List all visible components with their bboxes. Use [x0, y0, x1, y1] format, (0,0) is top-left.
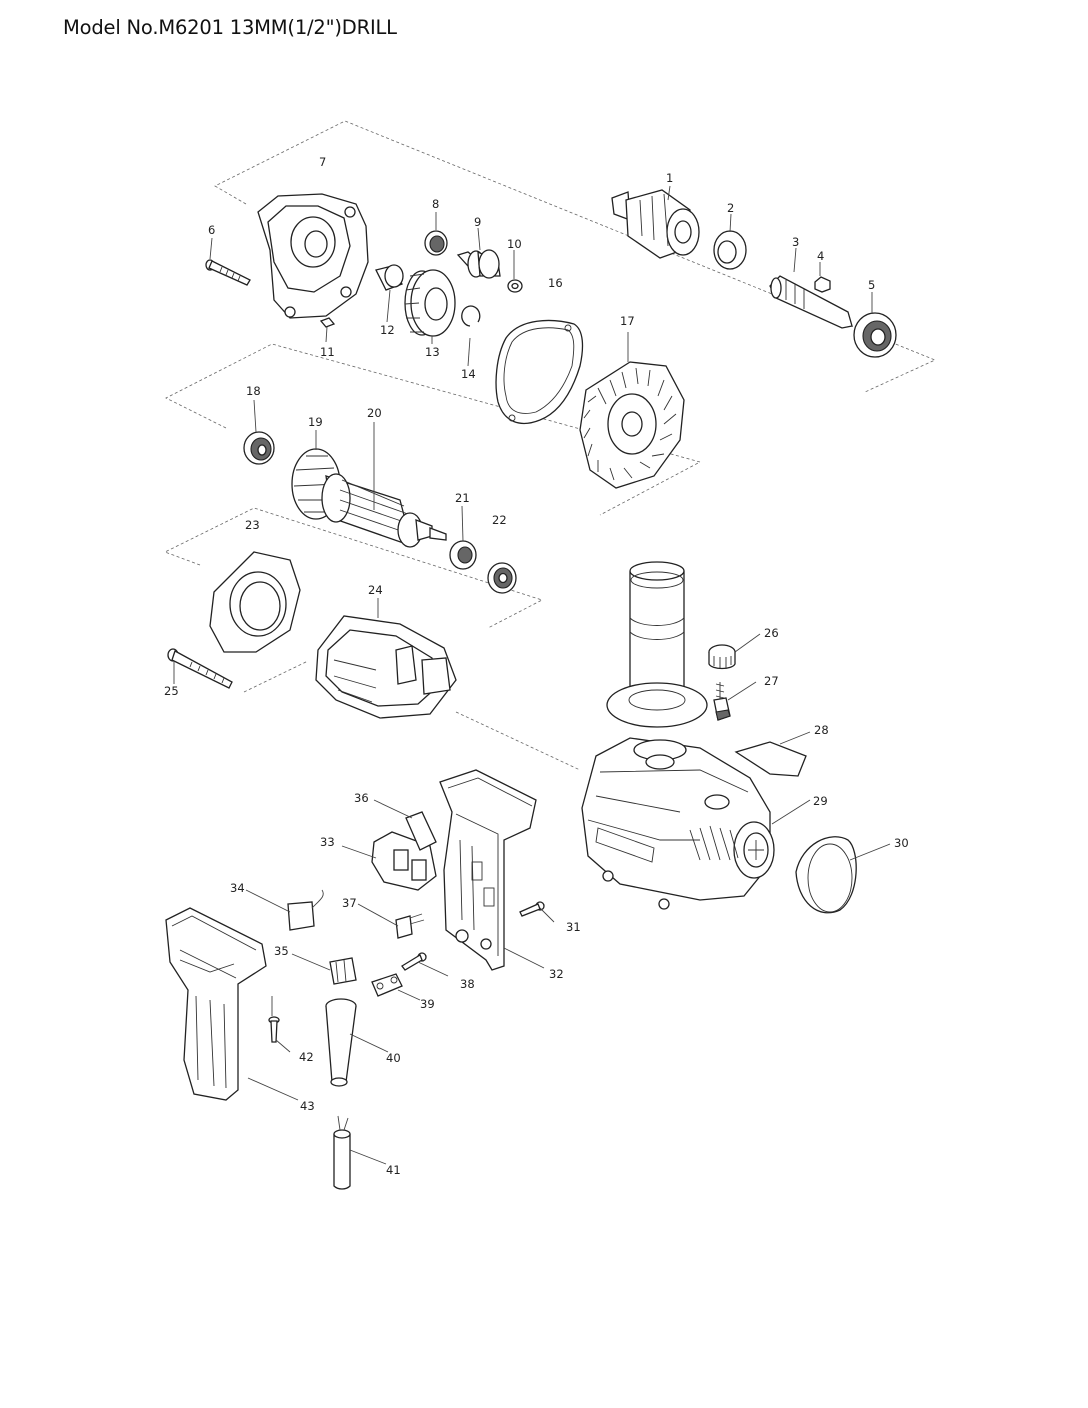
- label-part-26[interactable]: 26: [764, 626, 779, 640]
- part-32-handle-half[interactable]: [439, 769, 537, 971]
- part-34-noise-suppressor[interactable]: [287, 889, 324, 931]
- part-9-pinion-gear[interactable]: [456, 249, 501, 279]
- label-part-28[interactable]: 28: [814, 723, 829, 737]
- label-part-3[interactable]: 3: [792, 235, 799, 249]
- label-part-12[interactable]: 12: [380, 323, 395, 337]
- part-5-ball-bearing[interactable]: [853, 312, 897, 358]
- part-20-armature[interactable]: [291, 448, 447, 548]
- part-42-screw[interactable]: [268, 1016, 280, 1043]
- label-part-5[interactable]: 5: [868, 278, 875, 292]
- part-31-screw[interactable]: [519, 901, 545, 917]
- part-28-nameplate[interactable]: [734, 741, 807, 777]
- label-part-43[interactable]: 43: [300, 1099, 315, 1113]
- label-part-42[interactable]: 42: [299, 1050, 314, 1064]
- part-35-terminal-block[interactable]: [329, 957, 357, 985]
- group-outlines: [163, 120, 937, 771]
- part-1-drill-chuck[interactable]: [611, 189, 700, 259]
- label-part-17[interactable]: 17: [620, 314, 635, 328]
- part-25-screw[interactable]: [167, 648, 233, 689]
- part-21-insulation-washer[interactable]: [449, 540, 477, 570]
- label-part-13[interactable]: 13: [425, 345, 440, 359]
- label-part-39[interactable]: 39: [420, 997, 435, 1011]
- part-24-field[interactable]: [315, 615, 457, 719]
- label-part-24[interactable]: 24: [368, 583, 383, 597]
- label-part-6[interactable]: 6: [208, 223, 215, 237]
- label-part-37[interactable]: 37: [342, 896, 357, 910]
- label-part-16[interactable]: 16: [548, 276, 563, 290]
- label-part-21[interactable]: 21: [455, 491, 470, 505]
- part-number-labels: 1 2 3 4 5 6 7 8 9 10 11 12 13 14 16 17 1…: [164, 155, 909, 1177]
- label-part-27[interactable]: 27: [764, 674, 779, 688]
- part-16-gasket[interactable]: [495, 319, 584, 425]
- part-11-pin[interactable]: [319, 317, 336, 328]
- label-part-2[interactable]: 2: [727, 201, 734, 215]
- part-26-brush-holder-cap[interactable]: [708, 644, 736, 670]
- label-part-11[interactable]: 11: [320, 345, 335, 359]
- label-part-14[interactable]: 14: [461, 367, 476, 381]
- label-part-8[interactable]: 8: [432, 197, 439, 211]
- label-part-34[interactable]: 34: [230, 881, 245, 895]
- label-part-31[interactable]: 31: [566, 920, 581, 934]
- part-8-bearing[interactable]: [424, 230, 448, 256]
- label-part-19[interactable]: 19: [308, 415, 323, 429]
- label-part-23[interactable]: 23: [245, 518, 260, 532]
- part-30-rear-cover[interactable]: [795, 836, 857, 914]
- label-part-18[interactable]: 18: [246, 384, 261, 398]
- part-37-terminal[interactable]: [395, 913, 425, 939]
- label-part-36[interactable]: 36: [354, 791, 369, 805]
- label-part-40[interactable]: 40: [386, 1051, 401, 1065]
- label-part-25[interactable]: 25: [164, 684, 179, 698]
- part-23-fan-baffle[interactable]: [209, 551, 301, 653]
- label-part-38[interactable]: 38: [460, 977, 475, 991]
- label-part-35[interactable]: 35: [274, 944, 289, 958]
- part-27-carbon-brush[interactable]: [713, 682, 731, 721]
- label-part-41[interactable]: 41: [386, 1163, 401, 1177]
- part-40-strain-relief[interactable]: [325, 998, 357, 1087]
- part-12-needle-bearing[interactable]: [375, 264, 404, 291]
- part-22-bearing[interactable]: [487, 562, 517, 594]
- part-3-spindle[interactable]: [769, 275, 853, 329]
- part-6-screw[interactable]: [205, 259, 251, 286]
- label-part-4[interactable]: 4: [817, 249, 824, 263]
- part-36-insulation-sheet[interactable]: [405, 811, 437, 851]
- part-38-screw[interactable]: [401, 952, 427, 971]
- diagram-title: Model No.M6201 13MM(1/2")DRILL: [63, 16, 397, 39]
- part-14-retaining-ring[interactable]: [461, 305, 481, 327]
- part-39-cord-clamp[interactable]: [371, 973, 403, 997]
- part-7-gear-housing[interactable]: [257, 193, 369, 319]
- label-part-32[interactable]: 32: [549, 967, 564, 981]
- label-part-10[interactable]: 10: [507, 237, 522, 251]
- label-part-7[interactable]: 7: [319, 155, 326, 169]
- side-handle-grip[interactable]: [606, 561, 708, 728]
- part-4-key[interactable]: [814, 276, 831, 293]
- part-18-bearing[interactable]: [243, 431, 275, 465]
- part-41-power-cord[interactable]: [333, 1115, 351, 1190]
- label-part-22[interactable]: 22: [492, 513, 507, 527]
- label-part-30[interactable]: 30: [894, 836, 909, 850]
- label-part-33[interactable]: 33: [320, 835, 335, 849]
- part-43-handle-cover[interactable]: [165, 907, 267, 1101]
- part-13-spur-gear[interactable]: [404, 269, 456, 337]
- part-17-bearing-retainer[interactable]: [579, 361, 685, 489]
- label-part-1[interactable]: 1: [666, 171, 673, 185]
- part-29-motor-housing[interactable]: [581, 737, 775, 910]
- part-10-washer[interactable]: [507, 279, 523, 293]
- part-2-retaining-ring[interactable]: [713, 230, 747, 270]
- leader-lines: [173, 185, 891, 1165]
- label-part-29[interactable]: 29: [813, 794, 828, 808]
- label-part-20[interactable]: 20: [367, 406, 382, 420]
- label-part-9[interactable]: 9: [474, 215, 481, 229]
